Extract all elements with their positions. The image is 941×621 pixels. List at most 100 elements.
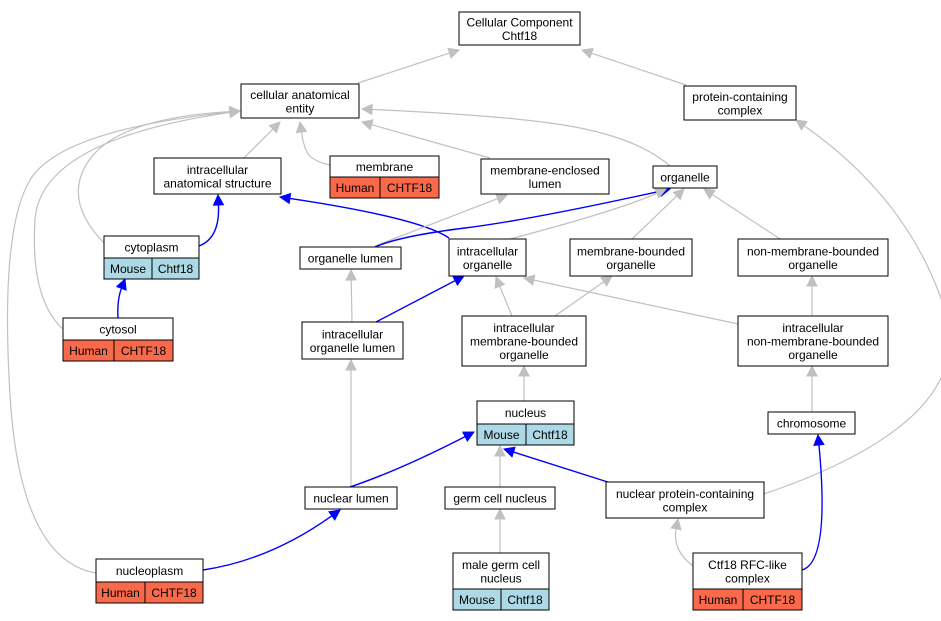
edge-mbo-to-organelle: [631, 188, 685, 240]
edge-io-to-ias: [278, 192, 450, 239]
arrowhead: [813, 433, 825, 446]
node-organelle[interactable]: organelle: [652, 165, 718, 189]
node-box: [153, 157, 282, 195]
node-box: [652, 165, 718, 189]
arrowhead: [494, 507, 506, 520]
edge-ias-to-cae: [243, 121, 281, 159]
node-box: [605, 481, 765, 519]
arrowhead: [494, 444, 506, 457]
arrowhead: [212, 193, 225, 206]
edge-cytoplasm-to-ias: [198, 193, 225, 247]
gene-cell: [379, 176, 440, 199]
node-label-line: organelle lumen: [308, 252, 393, 266]
node-label-line: nucleus: [480, 571, 521, 585]
node-label-line: organelle: [788, 348, 838, 362]
edge-mgcn-to-gcn: [494, 507, 506, 553]
node-label-line: intracellular: [782, 321, 843, 335]
gene-label: Chtf18: [532, 428, 568, 442]
edge-nucleoplasm-to-nlumen: [202, 509, 341, 571]
gene-cell: [151, 257, 200, 280]
node-inmbo[interactable]: intracellularnon-membrane-boundedorganel…: [737, 315, 889, 367]
arrowhead: [295, 120, 308, 134]
edge-pcc-to-root: [580, 47, 687, 86]
node-gcn[interactable]: germ cell nucleus: [444, 486, 556, 510]
arrowhead: [328, 509, 341, 521]
arrowhead: [494, 275, 506, 289]
node-label-line: cytoplasm: [124, 241, 178, 255]
node-box: [480, 158, 610, 195]
species-label: Human: [69, 344, 108, 358]
node-label-line: non-membrane-bounded: [747, 335, 879, 349]
arrowhead: [447, 47, 461, 59]
node-box: [683, 85, 797, 121]
node-label-line: intracellular: [322, 327, 383, 341]
edge-organelle-to-cae: [360, 103, 671, 167]
arrowhead: [670, 517, 682, 531]
edge-ctf18-to-npcc: [670, 517, 694, 567]
edge-nlumen-to-nucleus: [349, 431, 475, 488]
edge-mel-to-cae: [360, 119, 491, 159]
node-label-line: membrane: [356, 160, 414, 174]
node-box: [737, 238, 889, 277]
edge-nucleus-to-imbo: [518, 364, 530, 401]
arrowhead: [806, 274, 818, 287]
species-label: Mouse: [483, 428, 519, 442]
arrowhead: [580, 47, 594, 59]
arrowhead: [502, 446, 516, 458]
node-label-line: membrane-enclosed: [490, 163, 599, 177]
species-label: Mouse: [110, 262, 146, 276]
node-box: [767, 411, 856, 435]
arrowhead: [600, 275, 613, 287]
gene-label: CHTF18: [750, 593, 796, 607]
edge-cytosol-to-cytoplasm: [115, 277, 127, 319]
edge-cytosol-to-cae: [33, 106, 242, 331]
node-label-line: cytosol: [99, 323, 136, 337]
node-label-line: Ctf18 RFC-like: [708, 558, 787, 572]
node-label-line: nucleoplasm: [116, 564, 183, 578]
edge-iol-to-olumen: [345, 268, 358, 323]
node-label-line: germ cell nucleus: [453, 492, 546, 506]
edge-olumen-to-mel: [374, 193, 509, 247]
node-olumen[interactable]: organelle lumen: [299, 246, 402, 270]
node-box: [240, 83, 360, 119]
node-label-line: organelle: [660, 171, 710, 185]
node-label-line: cellular anatomical: [250, 88, 349, 102]
node-label-line: anatomical structure: [163, 176, 271, 190]
arrowhead: [278, 192, 292, 205]
gene-cell: [742, 588, 803, 611]
edge-imbo-to-io: [494, 275, 513, 317]
node-label-line: male germ cell: [462, 558, 540, 572]
node-box: [299, 246, 402, 270]
node-nlumen[interactable]: nuclear lumen: [304, 486, 398, 510]
arrowhead: [522, 274, 536, 286]
arrowhead: [360, 103, 373, 116]
edge-inmbo-to-nmbo: [806, 274, 818, 316]
node-label-line: membrane-bounded: [577, 244, 685, 258]
arrowhead: [360, 119, 374, 131]
node-label-line: organelle: [463, 258, 513, 272]
node-label-line: entity: [286, 101, 315, 115]
node-label-line: organelle: [788, 258, 838, 272]
edge-nlumen-to-iol: [345, 358, 357, 487]
node-chromosome[interactable]: chromosome: [767, 411, 856, 435]
